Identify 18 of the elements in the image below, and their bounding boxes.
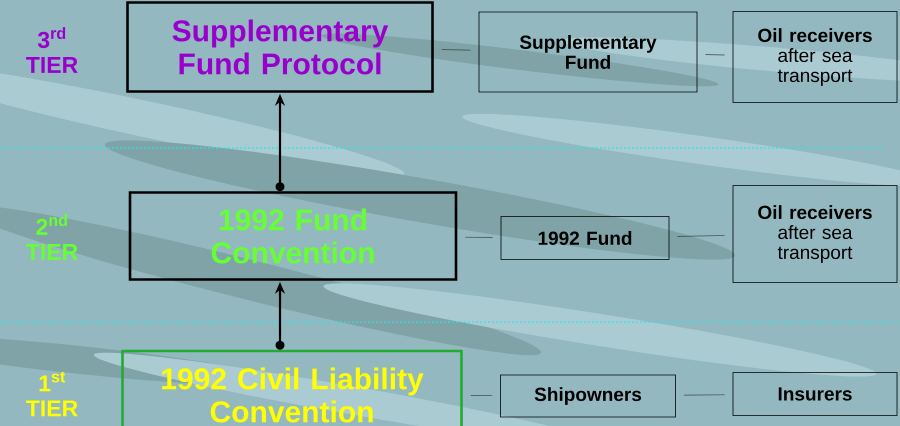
connector-line xyxy=(441,49,471,50)
tier-label: 1$^{st}$ TIER xyxy=(26,372,78,416)
party-box: Oil receivers after sea transport xyxy=(732,11,898,103)
protocol-box: Supplementary Fund Protocol xyxy=(126,1,434,93)
fund-box: 1992 Fund xyxy=(500,216,670,260)
party-box: Shipowners xyxy=(500,374,676,418)
party-box: Oil receivers after sea transport xyxy=(732,185,898,283)
connector-line xyxy=(684,394,725,396)
tier-label: 3$^{rd}$ TIER xyxy=(26,27,78,73)
fund-box: Supplementary Fund xyxy=(478,12,698,92)
party-box: Insurers xyxy=(732,372,898,416)
connector-line xyxy=(677,235,725,237)
connector-line xyxy=(464,236,493,238)
convention-box: 1992 Civil Liability Convention xyxy=(121,350,463,426)
tier-label: 2$^{nd}$ TIER xyxy=(26,214,78,260)
connector-line xyxy=(470,395,492,396)
connector-line xyxy=(705,54,725,56)
convention-box: 1992 Fund Convention xyxy=(128,191,458,281)
